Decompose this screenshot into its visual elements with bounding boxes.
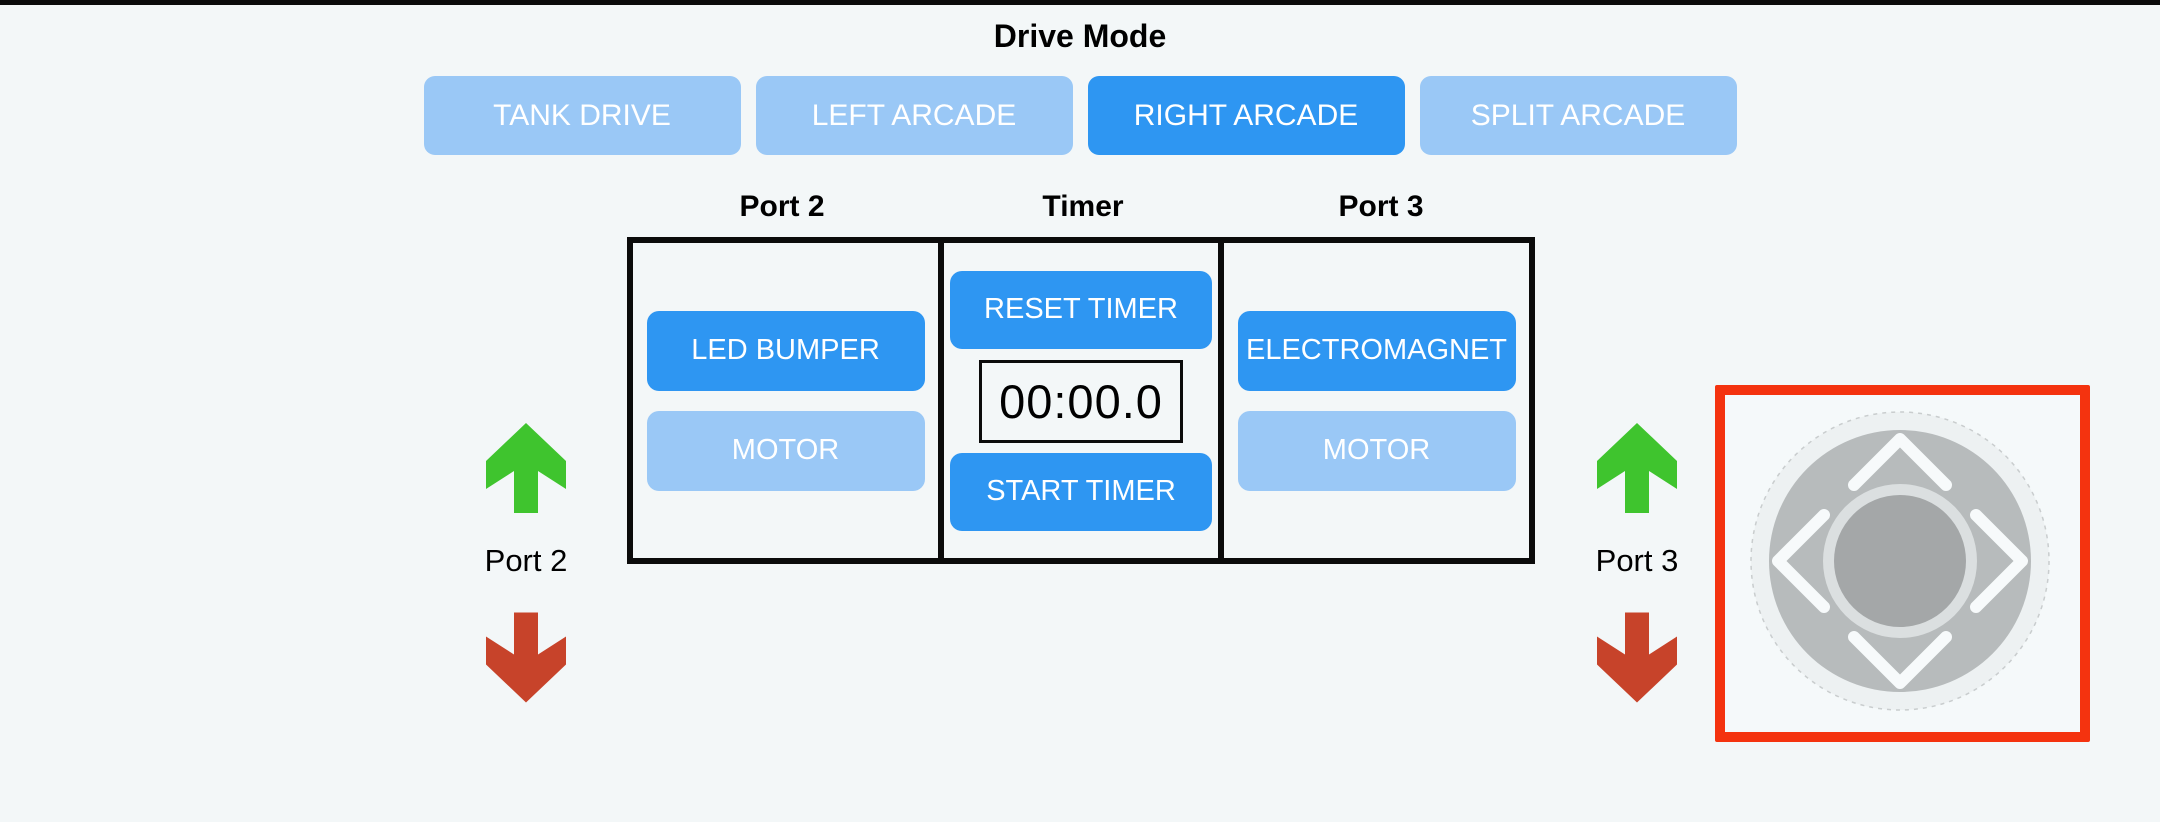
device-control-panel: LED BUMPER MOTOR RESET TIMER 00:00.0 STA… xyxy=(627,237,1535,564)
led-bumper-button[interactable]: LED BUMPER xyxy=(646,310,925,391)
joystick-right-chevron-icon xyxy=(1970,509,2028,613)
joystick-knob xyxy=(1834,495,1966,627)
timer-display: 00:00.0 xyxy=(979,359,1183,443)
port2-cell: LED BUMPER MOTOR xyxy=(633,243,938,558)
port3-motor-button[interactable]: MOTOR xyxy=(1237,410,1516,491)
port2-indicator-label: Port 2 xyxy=(484,543,568,578)
tank-drive-button[interactable]: TANK DRIVE xyxy=(423,76,741,155)
left-arcade-button[interactable]: LEFT ARCADE xyxy=(755,76,1073,155)
timer-cell: RESET TIMER 00:00.0 START TIMER xyxy=(938,243,1224,558)
split-arcade-button[interactable]: SPLIT ARCADE xyxy=(1419,76,1737,155)
joystick-up-chevron-icon xyxy=(1848,433,1952,491)
page-title: Drive Mode xyxy=(993,18,1167,54)
port3-motor-indicator: Port 3 xyxy=(1557,423,1717,705)
timer-column-header: Timer xyxy=(1042,190,1124,223)
port2-motor-indicator: Port 2 xyxy=(446,423,606,705)
port3-indicator-label: Port 3 xyxy=(1595,543,1679,578)
right-arcade-button[interactable]: RIGHT ARCADE xyxy=(1087,76,1405,155)
joystick-selection-frame[interactable] xyxy=(1715,385,2090,742)
green-up-arrow-icon[interactable] xyxy=(486,423,566,518)
joystick-control xyxy=(1750,411,2050,711)
top-black-bar xyxy=(0,0,2160,5)
green-up-arrow-icon[interactable] xyxy=(1597,423,1677,518)
reset-timer-button[interactable]: RESET TIMER xyxy=(950,270,1212,349)
joystick-down-chevron-icon xyxy=(1848,631,1952,689)
drive-mode-button-row: TANK DRIVE LEFT ARCADE RIGHT ARCADE SPLI… xyxy=(0,76,2160,155)
red-down-arrow-icon[interactable] xyxy=(486,610,566,710)
port2-motor-button[interactable]: MOTOR xyxy=(646,410,925,491)
port3-column-header: Port 3 xyxy=(1338,190,1424,223)
red-down-arrow-icon[interactable] xyxy=(1597,610,1677,710)
electromagnet-button[interactable]: ELECTROMAGNET xyxy=(1237,310,1516,391)
port3-cell: ELECTROMAGNET MOTOR xyxy=(1224,243,1529,558)
joystick-left-chevron-icon xyxy=(1772,509,1830,613)
port2-column-header: Port 2 xyxy=(739,190,825,223)
start-timer-button[interactable]: START TIMER xyxy=(950,452,1212,531)
